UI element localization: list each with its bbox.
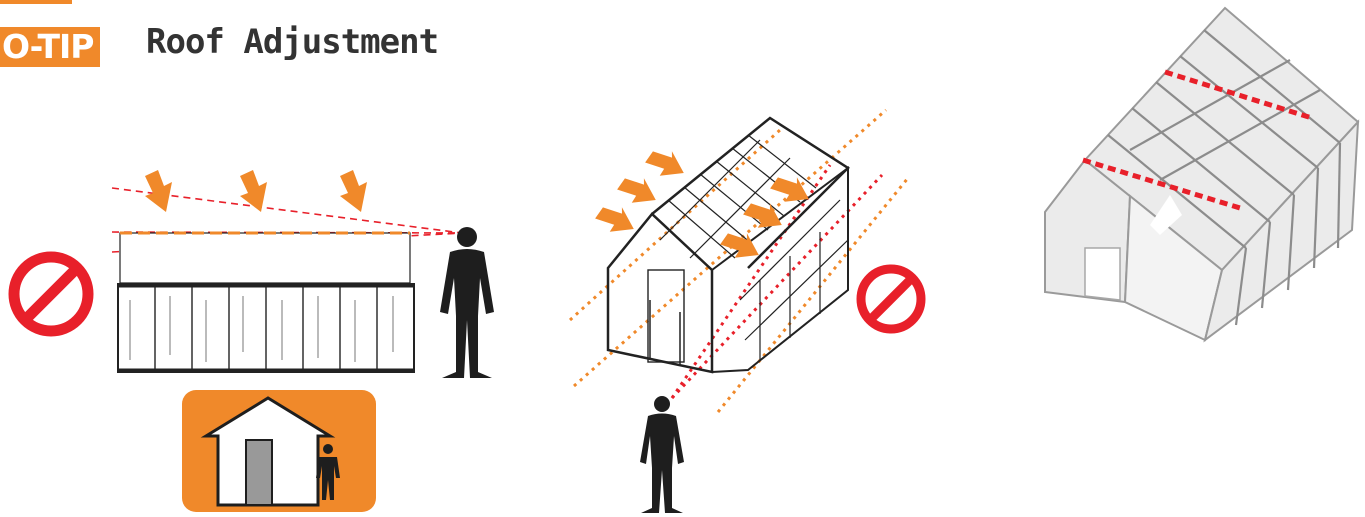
- alignment-guides: [570, 110, 908, 412]
- middle-sight-lines: [672, 165, 882, 398]
- greenhouse-side-wall: [118, 284, 414, 372]
- person-silhouette-icon: [440, 227, 494, 378]
- prohibited-icon: [861, 269, 921, 329]
- down-arrow-icon: [340, 170, 367, 212]
- render-view-panel: [1045, 8, 1358, 340]
- house-with-person-icon: [182, 390, 376, 512]
- side-view-panel: [14, 170, 494, 512]
- diagonal-arrow-icon: [643, 144, 689, 182]
- wind-arrows: [145, 170, 367, 212]
- person-silhouette-icon: [640, 396, 684, 513]
- angled-view-panel: [570, 110, 921, 513]
- diagonal-arrow-icon: [615, 171, 661, 209]
- roof-outline: [120, 233, 410, 283]
- diagonal-arrow-icon: [768, 170, 814, 208]
- down-arrow-icon: [145, 170, 172, 212]
- diagonal-arrow-icon: [741, 196, 787, 234]
- prohibited-icon: [14, 257, 88, 331]
- diagonal-arrow-icon: [593, 200, 639, 238]
